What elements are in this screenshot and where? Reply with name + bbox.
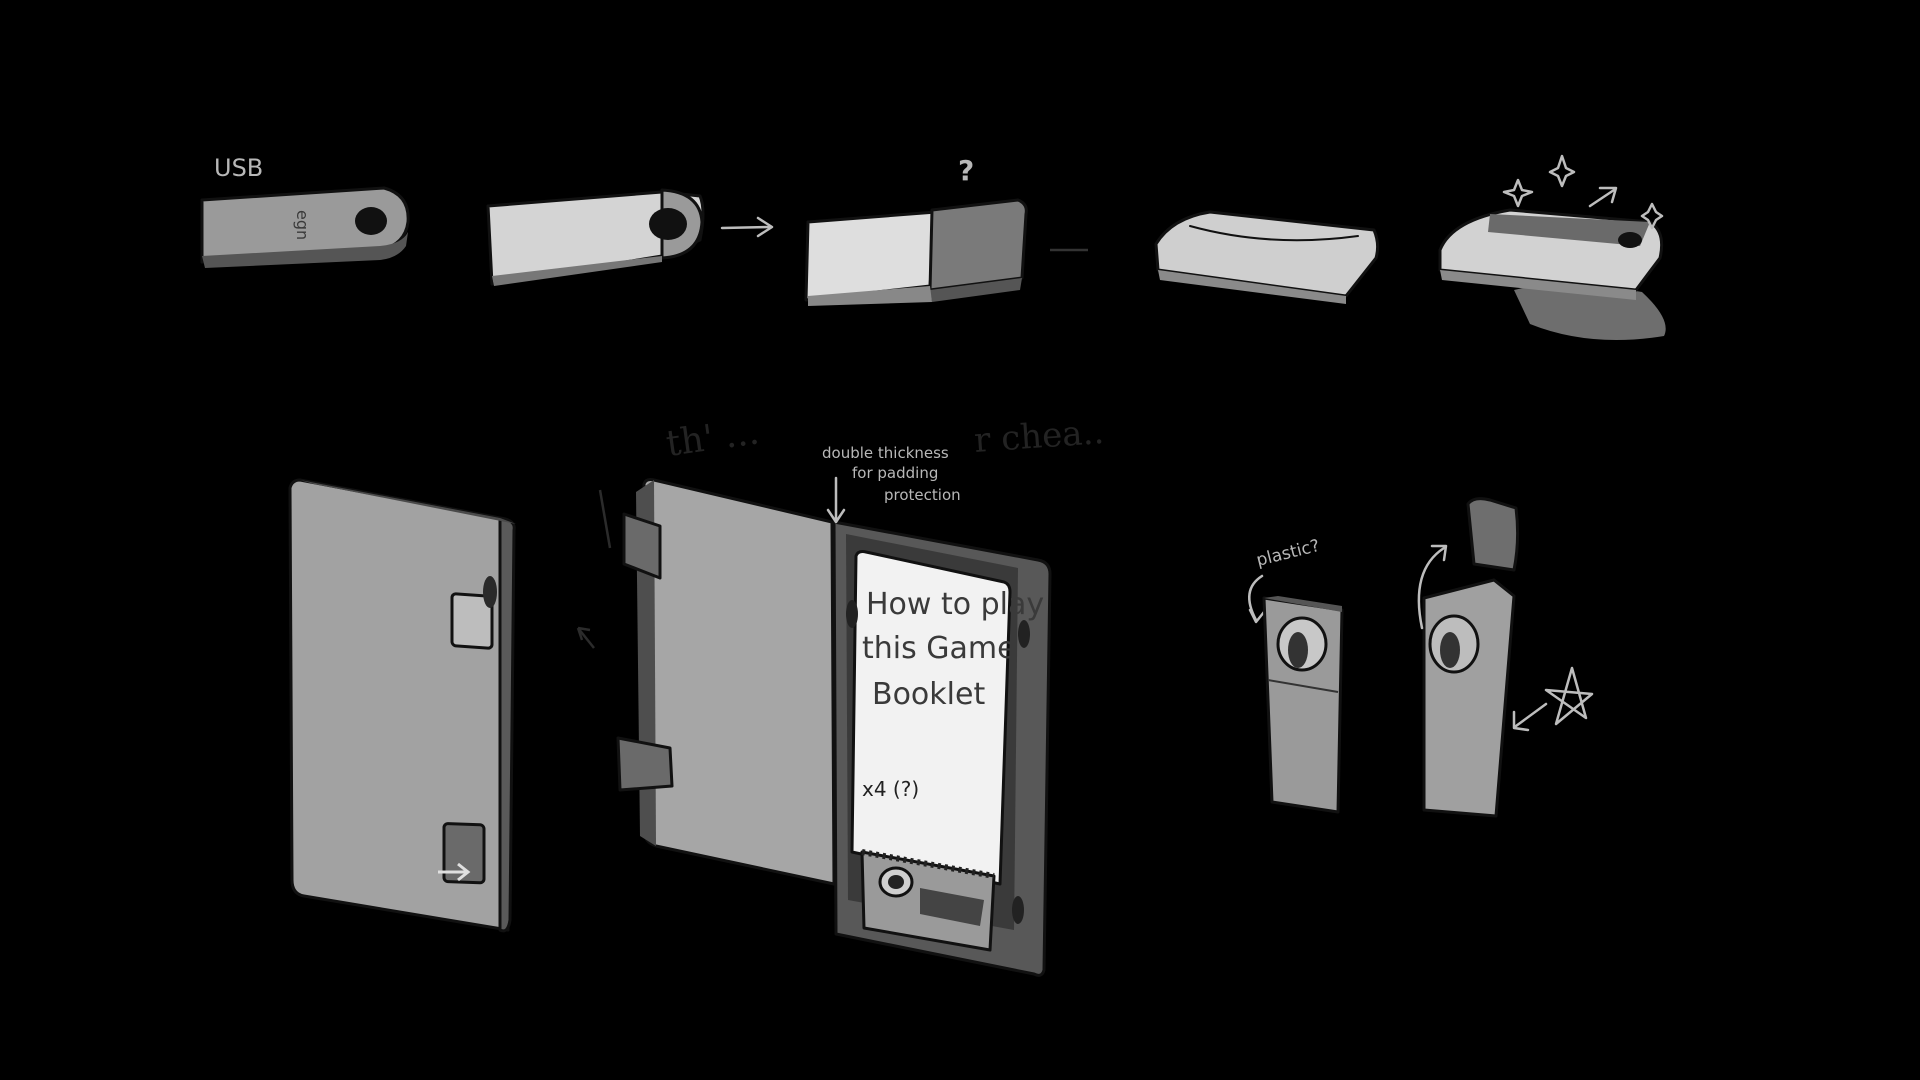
thickness-note-line: protection bbox=[884, 486, 961, 504]
open-case-sketch: How to play this Game Booklet x4 (?) dou… bbox=[616, 444, 1054, 977]
hinge-top bbox=[622, 512, 662, 580]
sparkle-icon bbox=[1502, 178, 1534, 208]
booklet-title: How to play this Game Booklet bbox=[862, 587, 1054, 712]
question-mark-label: ? bbox=[958, 154, 974, 187]
arrow-icon bbox=[438, 862, 471, 882]
arrow-icon bbox=[576, 626, 595, 649]
booklet-title-line: this Game bbox=[862, 631, 1016, 666]
usb-sleeve-question-sketch: ? bbox=[804, 154, 1028, 306]
sparkle-icon bbox=[1640, 202, 1664, 230]
usb-label: USB bbox=[214, 154, 263, 182]
usb-sequence-row: USB egn ? bbox=[200, 154, 1666, 340]
usb-with-sleeve-sketch bbox=[486, 188, 705, 286]
opened-package-sketch bbox=[1438, 154, 1666, 340]
arrow-icon bbox=[720, 216, 774, 238]
booklet-sketch: How to play this Game Booklet x4 (?) bbox=[850, 550, 1054, 886]
latch-top bbox=[450, 576, 497, 650]
usb-slot-sketch bbox=[860, 849, 996, 952]
hinge-bottom bbox=[616, 736, 674, 792]
booklet-footnote: x4 (?) bbox=[862, 777, 919, 801]
booklet-title-line: How to play bbox=[866, 587, 1044, 622]
usb-brand-mark: egn bbox=[293, 210, 312, 240]
closed-case-sketch bbox=[288, 478, 516, 933]
thickness-note-text: double thickness for padding protection bbox=[822, 444, 961, 504]
arrow-icon bbox=[1588, 186, 1618, 208]
booklet-title-line: Booklet bbox=[872, 677, 985, 712]
thickness-note-line: double thickness bbox=[822, 444, 949, 462]
thickness-note-line: for padding bbox=[852, 464, 938, 482]
usb-stick-sketch: USB egn bbox=[200, 154, 410, 268]
arrow-icon bbox=[1417, 544, 1448, 630]
usb-sleeve-open-sketch bbox=[1417, 497, 1594, 818]
faint-scribble: r chea.. bbox=[973, 412, 1105, 461]
latch-bottom bbox=[438, 822, 486, 885]
thickness-note: double thickness for padding protection bbox=[822, 444, 961, 524]
sparkle-icon bbox=[1548, 154, 1576, 188]
arrow-icon bbox=[1512, 702, 1548, 732]
flat-package-sketch bbox=[1154, 210, 1380, 304]
doodle-star-icon bbox=[1544, 666, 1594, 726]
